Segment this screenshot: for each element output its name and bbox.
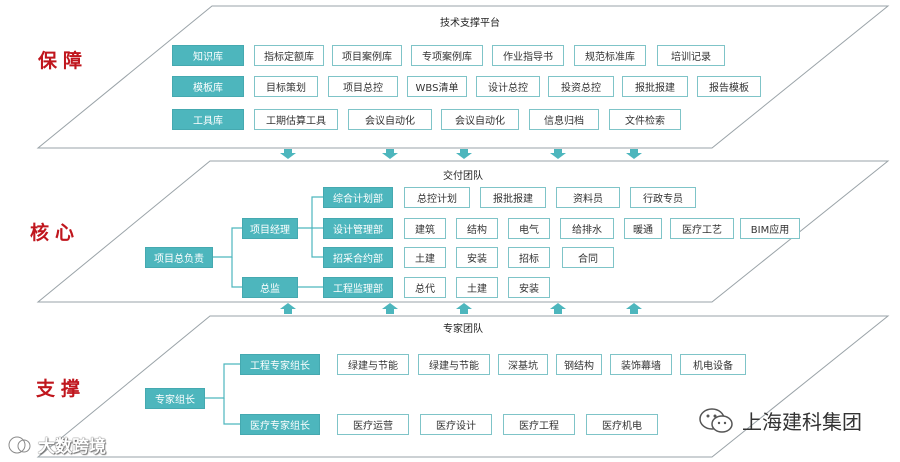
template-base-head: 模板库 bbox=[172, 76, 244, 97]
template-item: 项目总控 bbox=[328, 76, 398, 97]
side-label-backing: 支撑 bbox=[36, 378, 87, 400]
template-item: 投资总控 bbox=[548, 76, 614, 97]
dept-item: 安装 bbox=[456, 247, 498, 268]
chief-supervisor-box: 总监 bbox=[242, 277, 298, 298]
dept-item: 招标 bbox=[508, 247, 550, 268]
dept-item: 土建 bbox=[404, 247, 446, 268]
side-label-support: 保障 bbox=[38, 50, 89, 72]
kb-item: 指标定额库 bbox=[254, 45, 324, 66]
watermark-right: 上海建科集团 bbox=[698, 406, 862, 435]
side-label-core: 核心 bbox=[30, 222, 81, 244]
expert-item: 机电设备 bbox=[680, 354, 746, 375]
tool-item: 会议自动化 bbox=[348, 109, 432, 130]
kb-item: 培训记录 bbox=[657, 45, 725, 66]
expert-item: 医疗工程 bbox=[503, 414, 575, 435]
down-arrow bbox=[456, 149, 472, 159]
template-item: 目标策划 bbox=[254, 76, 318, 97]
dept-planning-head: 综合计划部 bbox=[323, 187, 393, 208]
down-arrow bbox=[382, 149, 398, 159]
dept-item: 医疗工艺 bbox=[670, 218, 734, 239]
template-item: 报告模板 bbox=[697, 76, 761, 97]
dept-item: 电气 bbox=[508, 218, 550, 239]
dept-item: 报批报建 bbox=[480, 187, 546, 208]
expert-item: 绿建与节能 bbox=[337, 354, 409, 375]
kb-item: 作业指导书 bbox=[492, 45, 564, 66]
expert-item: 医疗机电 bbox=[586, 414, 658, 435]
dept-supervision-head: 工程监理部 bbox=[323, 277, 393, 298]
middle-layer-title: 交付团队 bbox=[443, 171, 483, 182]
top-layer-title: 技术支撑平台 bbox=[440, 18, 500, 29]
dept-design-head: 设计管理部 bbox=[323, 218, 393, 239]
down-arrow bbox=[550, 149, 566, 159]
expert-item: 钢结构 bbox=[556, 354, 602, 375]
dept-item: 结构 bbox=[456, 218, 498, 239]
knowledge-base-head: 知识库 bbox=[172, 45, 244, 66]
kb-item: 规范标准库 bbox=[574, 45, 646, 66]
project-manager-box: 项目经理 bbox=[242, 218, 298, 239]
up-arrow bbox=[456, 303, 472, 314]
dept-item: 总代 bbox=[404, 277, 446, 298]
up-arrow bbox=[550, 303, 566, 314]
middle-connectors bbox=[212, 196, 323, 288]
dept-item: 行政专员 bbox=[630, 187, 696, 208]
wechat-icon bbox=[699, 407, 733, 433]
tool-item: 工期估算工具 bbox=[254, 109, 338, 130]
engineering-expert-head: 工程专家组长 bbox=[240, 354, 320, 375]
expert-item: 绿建与节能 bbox=[418, 354, 490, 375]
up-arrow bbox=[382, 303, 398, 314]
bottom-connectors bbox=[205, 363, 240, 425]
medical-expert-head: 医疗专家组长 bbox=[240, 414, 320, 435]
tool-base-head: 工具库 bbox=[172, 109, 244, 130]
tool-item: 会议自动化 bbox=[441, 109, 519, 130]
dept-item: 安装 bbox=[508, 277, 550, 298]
dept-item: 资料员 bbox=[556, 187, 620, 208]
up-arrow bbox=[626, 303, 642, 314]
template-item: 设计总控 bbox=[476, 76, 540, 97]
kb-item: 专项案例库 bbox=[411, 45, 483, 66]
template-item: WBS清单 bbox=[407, 76, 467, 97]
tool-item: 文件检索 bbox=[609, 109, 681, 130]
dept-item: BIM应用 bbox=[740, 218, 800, 239]
watermark-right-text: 上海建科集团 bbox=[742, 410, 862, 434]
watermark-left-text: 大数跨境 bbox=[38, 437, 106, 457]
project-director-box: 项目总负责 bbox=[145, 247, 213, 268]
kb-item: 项目案例库 bbox=[332, 45, 402, 66]
template-item: 报批报建 bbox=[622, 76, 688, 97]
dept-item: 土建 bbox=[456, 277, 498, 298]
dept-item: 给排水 bbox=[560, 218, 614, 239]
tool-item: 信息归档 bbox=[529, 109, 599, 130]
down-arrow bbox=[626, 149, 642, 159]
dept-item: 暖通 bbox=[624, 218, 662, 239]
dept-item: 总控计划 bbox=[404, 187, 470, 208]
watermark-left: 大数跨境 bbox=[6, 432, 106, 457]
expert-leader-box: 专家组长 bbox=[145, 388, 205, 409]
dept-procurement-head: 招采合约部 bbox=[323, 247, 393, 268]
watermark-logo-icon bbox=[7, 435, 31, 454]
expert-item: 医疗设计 bbox=[420, 414, 492, 435]
down-arrow bbox=[280, 149, 296, 159]
bottom-layer-title: 专家团队 bbox=[443, 324, 483, 335]
expert-item: 装饰幕墙 bbox=[610, 354, 672, 375]
dept-item: 建筑 bbox=[404, 218, 446, 239]
up-arrow bbox=[280, 303, 296, 314]
expert-item: 医疗运营 bbox=[337, 414, 409, 435]
dept-item: 合同 bbox=[562, 247, 614, 268]
expert-item: 深基坑 bbox=[498, 354, 548, 375]
